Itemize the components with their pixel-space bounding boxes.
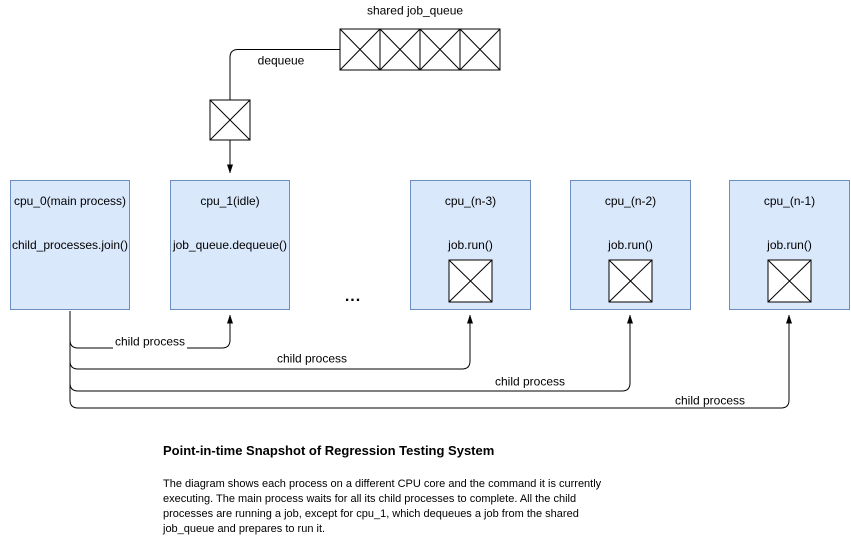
caption-body: The diagram shows each process on a diff… bbox=[163, 477, 601, 537]
cpu-command: job_queue.dequeue() bbox=[172, 238, 288, 252]
dequeue-label: dequeue bbox=[255, 53, 307, 68]
caption-line: executing. The main process waits for al… bbox=[163, 493, 577, 505]
cpu-box-main-process: cpu_0(main process) child_processes.join… bbox=[10, 180, 130, 310]
caption-line: job_queue and prepares to run it. bbox=[163, 523, 326, 535]
caption-line: processes are running a job, except for … bbox=[163, 508, 579, 520]
cpu-name: cpu_(n-1) bbox=[763, 194, 816, 208]
dequeue-connector bbox=[227, 49, 340, 174]
cpu-command: child_processes.join() bbox=[11, 238, 129, 252]
cpu-command: job.run() bbox=[767, 238, 812, 252]
caption-line: The diagram shows each process on a diff… bbox=[163, 478, 602, 490]
cpu-box-n-3: cpu_(n-3) job.run() bbox=[410, 180, 531, 310]
child-process-label-4: child process bbox=[672, 393, 748, 408]
cpu-box-n-1: cpu_(n-1) job.run() bbox=[729, 180, 850, 310]
child-process-label-3: child process bbox=[492, 374, 568, 389]
cpu-command: job.run() bbox=[608, 238, 653, 252]
cpu-name: cpu_1(idle) bbox=[200, 194, 260, 208]
cpu-name: cpu_(n-3) bbox=[444, 194, 497, 208]
job-queue-shape bbox=[339, 28, 501, 71]
shared-job-queue-label: shared job_queue bbox=[364, 3, 466, 18]
caption-title: Point-in-time Snapshot of Regression Tes… bbox=[163, 443, 495, 458]
dequeued-job-shape bbox=[209, 99, 251, 141]
cpu-box-n-2: cpu_(n-2) job.run() bbox=[570, 180, 691, 310]
child-process-label-2: child process bbox=[274, 351, 350, 366]
cpu-command: job.run() bbox=[448, 238, 493, 252]
ellipsis-label: ... bbox=[344, 288, 362, 305]
cpu-box-cpu1-idle: cpu_1(idle) job_queue.dequeue() bbox=[170, 180, 290, 310]
cpu-name: cpu_0(main process) bbox=[13, 194, 127, 208]
cpu-name: cpu_(n-2) bbox=[604, 194, 657, 208]
child-process-label-1: child process bbox=[112, 334, 188, 349]
